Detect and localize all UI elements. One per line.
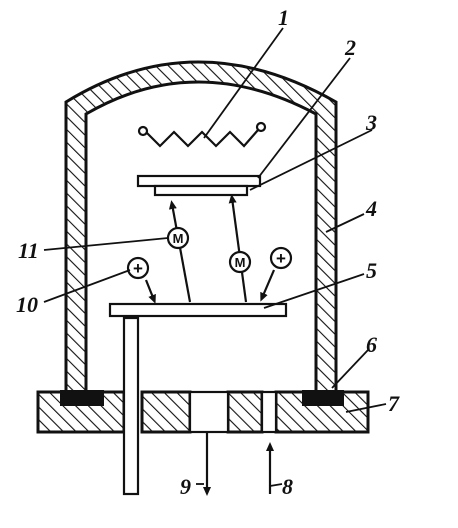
ion-marker-2: + [269, 246, 293, 270]
flux-arrows [168, 194, 248, 303]
label-4: 4 [365, 196, 377, 221]
label-7: 7 [388, 391, 400, 416]
heater-filament [137, 121, 267, 148]
ion-symbol-1: + [133, 259, 143, 278]
label-2: 2 [344, 35, 356, 60]
substrate [153, 184, 249, 197]
label-5: 5 [366, 258, 377, 283]
substrate-holder [136, 174, 262, 188]
molecule-marker-1: M [166, 226, 190, 250]
label-8: 8 [282, 474, 293, 499]
ion-marker-1: + [126, 256, 150, 280]
label-3: 3 [365, 110, 377, 135]
bell-jar [64, 60, 338, 394]
leader-lines [43, 27, 387, 487]
label-6: 6 [366, 332, 377, 357]
baseplate [36, 390, 370, 434]
molecule-symbol-1: M [173, 231, 184, 246]
holder-rod [122, 316, 140, 496]
gasket-left [60, 390, 104, 406]
ion-arrows [144, 269, 276, 304]
label-9: 9 [180, 474, 191, 499]
ion-symbol-2: + [276, 249, 286, 268]
label-10: 10 [16, 292, 38, 317]
label-1: 1 [278, 5, 289, 30]
gasket-right [302, 390, 344, 406]
label-11: 11 [18, 238, 39, 263]
molecule-symbol-2: M [235, 255, 246, 270]
molecule-marker-2: M [228, 250, 252, 274]
target-plate [108, 302, 288, 318]
